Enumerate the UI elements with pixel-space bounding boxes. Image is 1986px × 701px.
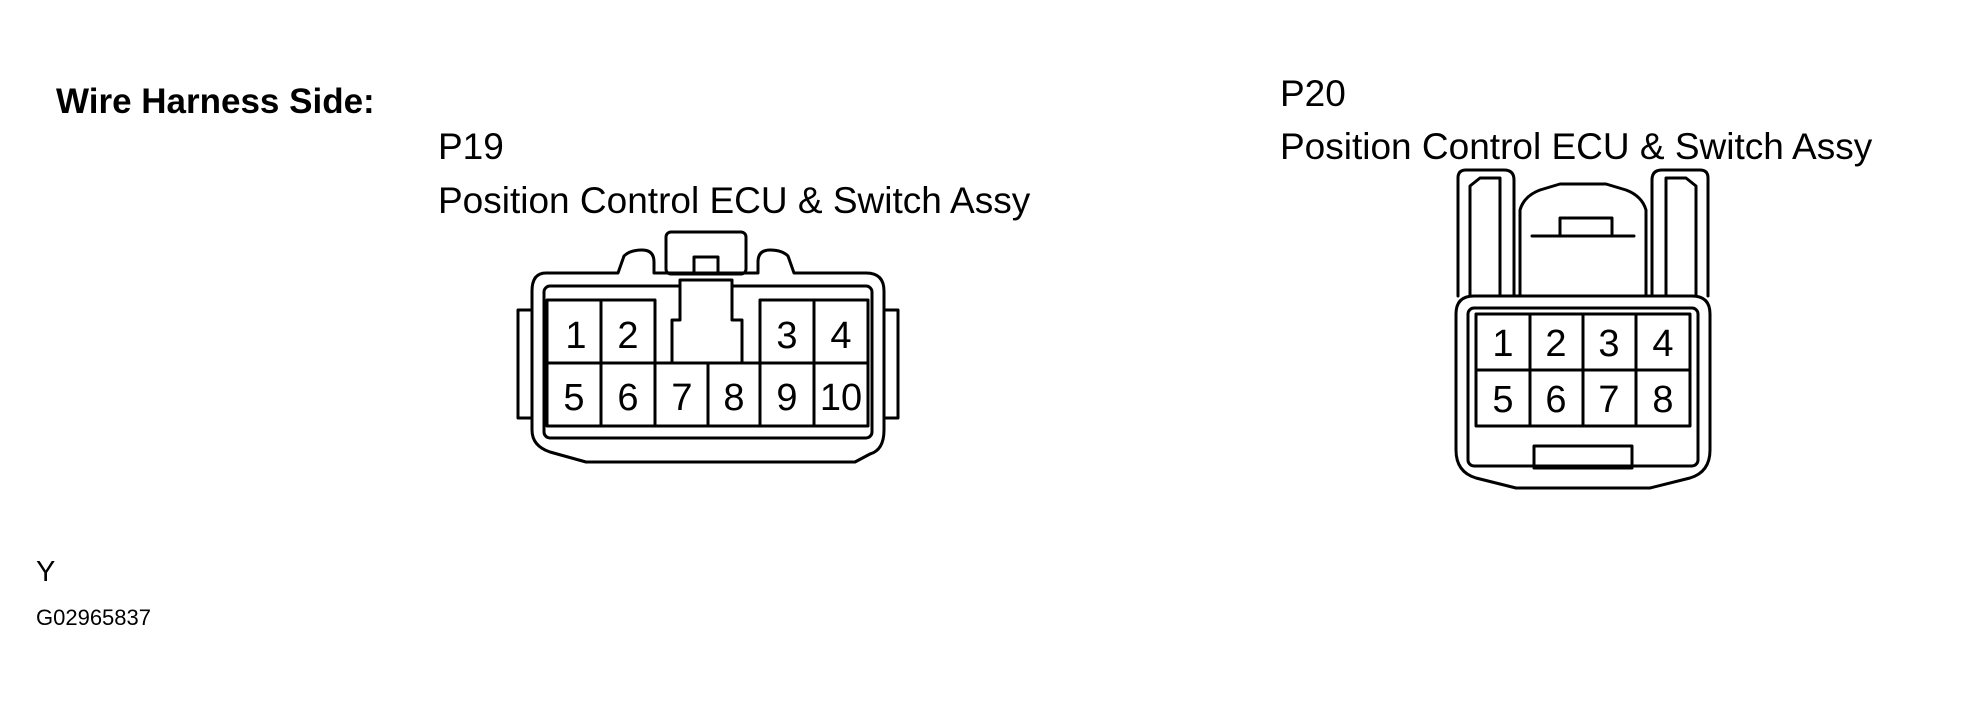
p19-pin-label: 8: [723, 377, 744, 419]
figure-code: G02965837: [36, 605, 151, 630]
heading: Wire Harness Side:: [56, 82, 375, 121]
p20-pin-label: 2: [1545, 323, 1566, 365]
view-letter: Y: [36, 556, 56, 588]
p20-lock-window: [1558, 216, 1614, 238]
p20-pin-label: 6: [1545, 379, 1566, 421]
p19-latch-guide: [670, 278, 744, 365]
p19-connector-drawing: 1 2 3 4 5 6 7 8 9 10: [516, 230, 900, 464]
p19-pin-label: 6: [617, 377, 638, 419]
p20-connector-name: Position Control ECU & Switch Assy: [1280, 126, 1873, 167]
p19-pin-label: 4: [830, 315, 851, 357]
p19-left-rib: [516, 308, 534, 420]
p20-bottom-latch: [1532, 444, 1634, 470]
p19-housing: [530, 248, 886, 464]
p19-pin-label: 1: [565, 315, 586, 357]
p20-pin-label: 5: [1492, 379, 1513, 421]
p20-pin-label: 3: [1598, 323, 1619, 365]
p19-pin-label: 5: [563, 377, 584, 419]
p20-pin-label: 1: [1492, 323, 1513, 365]
p20-left-arm-inner: [1468, 176, 1502, 298]
p19-pin-label: 9: [776, 377, 797, 419]
p20-connector-drawing: 1 2 3 4 5 6 7 8: [1454, 168, 1712, 490]
p19-right-rib: [882, 308, 900, 420]
p20-cavity-grid: [1474, 312, 1692, 428]
p20-inner-frame: [1466, 306, 1700, 468]
p19-pin-label: 3: [776, 315, 797, 357]
p20-left-arm: [1456, 168, 1516, 298]
p20-pin-label: 7: [1598, 379, 1619, 421]
p20-right-arm-inner: [1664, 176, 1698, 298]
p20-top-lock: [1518, 182, 1648, 298]
p20-pin-label: 4: [1652, 323, 1673, 365]
p20-connector-id: P20: [1280, 73, 1346, 114]
p19-connector-id: P19: [438, 126, 504, 167]
p20-right-arm: [1650, 168, 1710, 298]
p19-cavity-grid: [545, 298, 870, 428]
p19-connector-name: Position Control ECU & Switch Assy: [438, 180, 1031, 221]
p19-pin-label: 2: [617, 315, 638, 357]
p19-pin-label: 7: [671, 377, 692, 419]
p19-lock-tab-window: [692, 255, 720, 276]
p19-lock-tab: [664, 230, 748, 276]
p19-pin-label: 10: [820, 377, 862, 419]
p20-pin-label: 8: [1652, 379, 1673, 421]
